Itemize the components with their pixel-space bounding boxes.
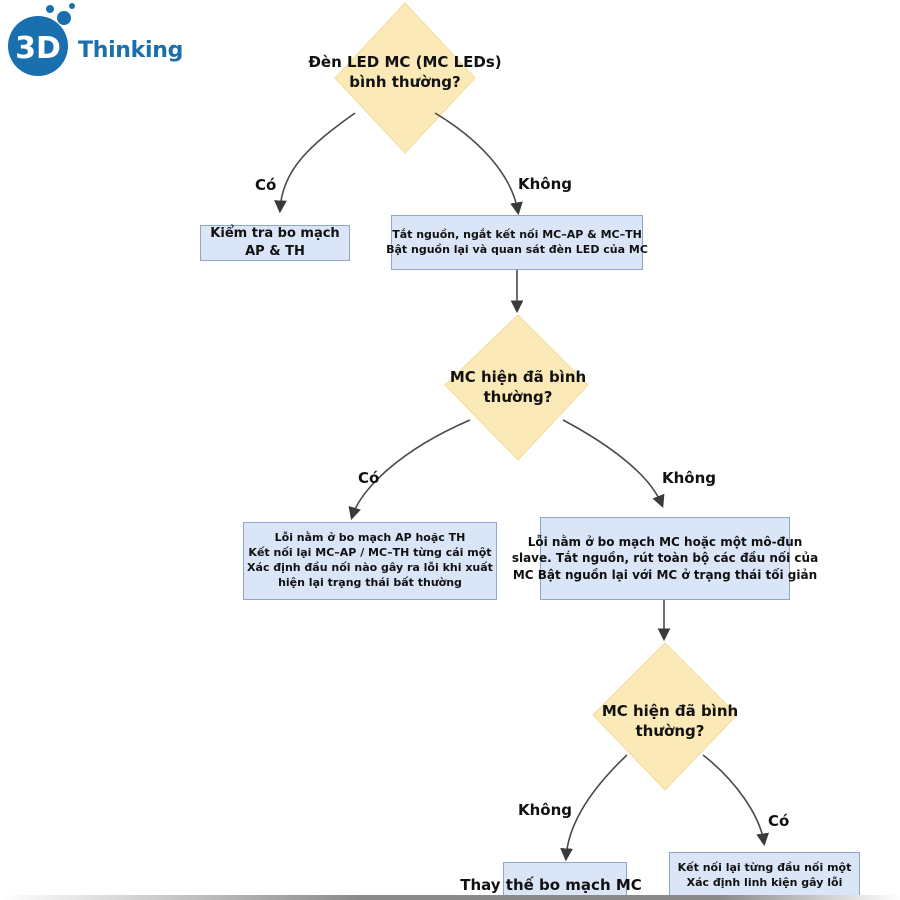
connector-yes-3 — [702, 754, 769, 847]
decision-diamond-3 — [592, 642, 738, 791]
label-yes-2: Có — [358, 469, 380, 487]
logo-mark-icon: 3D — [8, 3, 75, 76]
connector-yes-2 — [348, 419, 471, 521]
logo-text: Thinking — [78, 38, 184, 63]
decision-3-text: MC hiện đã bình thường? — [601, 702, 739, 741]
box-replace-mc — [503, 862, 627, 900]
connector-no-2 — [562, 419, 665, 508]
box-power-off-observe: Tắt nguồn, ngắt kết nối MC–AP & MC–TH Bậ… — [386, 215, 648, 270]
brand-logo: 3D Thinking — [2, 2, 197, 78]
replace-mc-text: Thay thế bo mạch MC — [460, 876, 642, 894]
box-fault-mc: Lỗi nằm ở bo mạch MC hoặc một mô-đun sla… — [512, 517, 818, 600]
box-reconnect: Kết nối lại từng đầu nối một Xác định li… — [669, 852, 860, 900]
logo-mark-text: 3D — [15, 31, 61, 66]
bottom-divider — [0, 895, 900, 900]
decision-1-text: Đèn LED MC (MC LEDs) bình thường? — [308, 53, 502, 92]
connector-no-1 — [434, 112, 523, 216]
label-no-1: Không — [518, 175, 573, 193]
label-no-3: Không — [518, 801, 573, 819]
connector-no-3 — [560, 754, 628, 862]
label-no-2: Không — [662, 469, 717, 487]
connector-yes-1 — [274, 112, 356, 214]
label-yes-1: Có — [255, 176, 277, 194]
box-check-ap-th: Kiểm tra bo mạch AP & TH — [200, 225, 350, 261]
box-fault-ap-th: Lỗi nằm ở bo mạch AP hoặc TH Kết nối lại… — [243, 522, 497, 600]
decision-2-text: MC hiện đã bình thường? — [449, 368, 587, 407]
label-yes-3: Có — [768, 812, 790, 830]
decision-diamond-2 — [444, 314, 589, 461]
